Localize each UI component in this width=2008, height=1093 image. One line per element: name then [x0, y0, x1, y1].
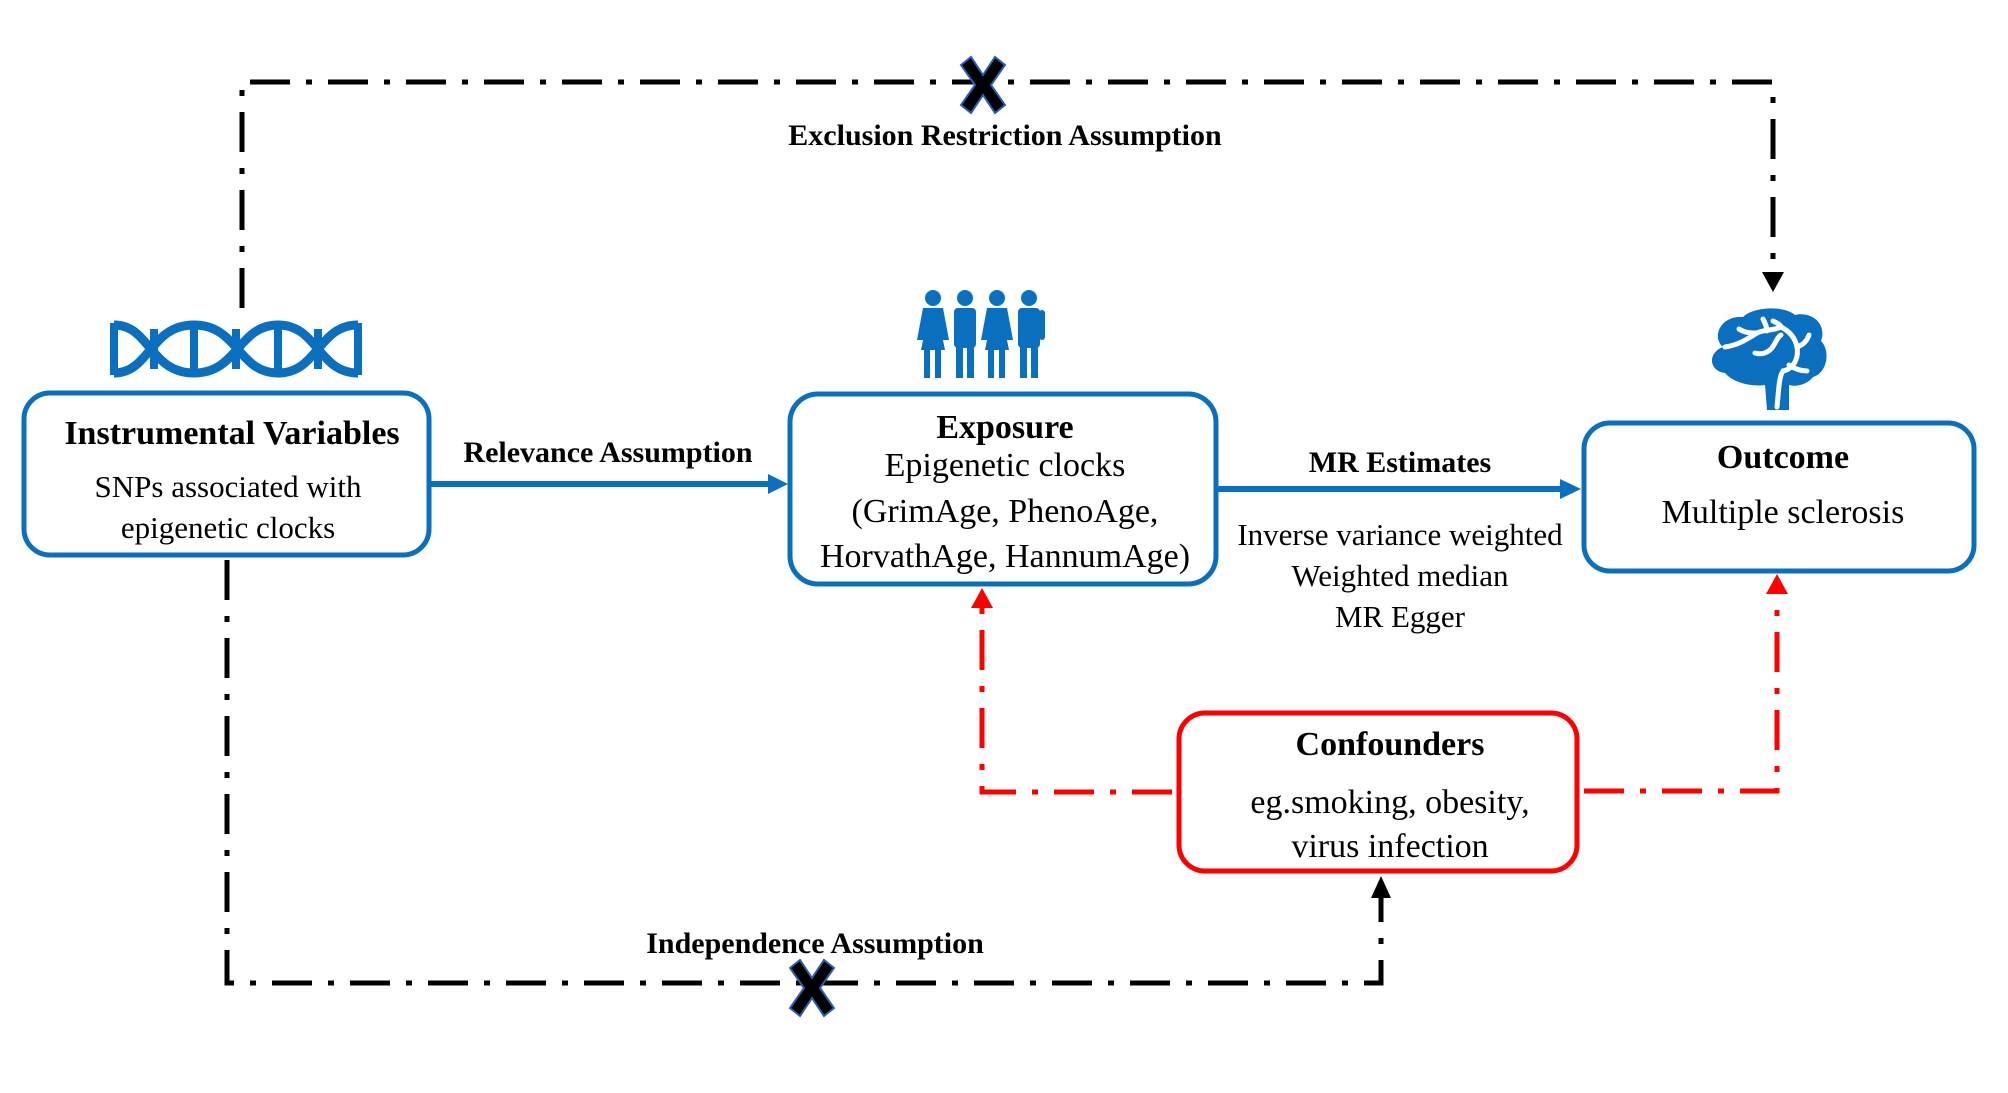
instrumental-variables-box	[21, 390, 432, 558]
relevance-label: Relevance Assumption	[463, 436, 752, 469]
exposure-line2: (GrimAge, PhenoAge,	[852, 493, 1159, 530]
exclusion-restriction-line	[239, 79, 1776, 308]
arrowhead-up-icon	[1371, 876, 1391, 898]
node-instrumental-variables: Instrumental Variables SNPs associated w…	[21, 320, 432, 558]
mr-method-ivw: Inverse variance weighted	[1237, 517, 1563, 552]
confounders-line2: virus infection	[1291, 828, 1488, 865]
cross-x-icon	[959, 55, 1007, 115]
exposure-box	[787, 391, 1219, 587]
mr-method-weighted-median: Weighted median	[1291, 558, 1509, 593]
node-confounders: Confounders eg.smoking, obesity, virus i…	[1176, 710, 1580, 874]
instrumental-variables-title: Instrumental Variables	[64, 415, 399, 452]
confounder-outcome-line	[1584, 594, 1780, 794]
exposure-line1: Epigenetic clocks	[885, 447, 1126, 484]
dna-icon	[110, 320, 362, 378]
arrowhead-up-icon	[1766, 574, 1788, 594]
confounders-line1: eg.smoking, obesity,	[1250, 784, 1529, 821]
outcome-line1: Multiple sclerosis	[1662, 494, 1905, 531]
exclusion-restriction-label: Exclusion Restriction Assumption	[788, 119, 1222, 152]
confounder-to-exposure-edge	[971, 588, 1172, 795]
outcome-box	[1581, 420, 1977, 574]
independence-line	[224, 560, 1384, 986]
arrowhead-down-icon	[1762, 272, 1784, 292]
confounders-box	[1176, 710, 1580, 874]
confounder-exposure-line	[979, 608, 1172, 795]
people-icon	[917, 290, 1045, 378]
brain-icon	[1711, 308, 1827, 410]
instrumental-variables-line1: SNPs associated with	[95, 469, 362, 504]
exposure-title: Exposure	[936, 409, 1073, 446]
exposure-line3: HorvathAge, HannumAge)	[820, 538, 1190, 575]
confounders-title: Confounders	[1296, 726, 1485, 763]
arrowhead-up-icon	[971, 588, 993, 608]
confounder-to-outcome-edge	[1584, 574, 1788, 794]
exclusion-restriction-edge: Exclusion Restriction Assumption	[239, 55, 1784, 308]
relevance-edge: Relevance Assumption	[430, 436, 788, 494]
arrowhead-right-icon	[1560, 479, 1581, 499]
independence-edge: Independence Assumption	[224, 560, 1391, 1018]
node-outcome: Outcome Multiple sclerosis	[1581, 308, 1977, 574]
node-exposure: Exposure Epigenetic clocks (GrimAge, Phe…	[787, 290, 1219, 587]
mr-method-mr-egger: MR Egger	[1335, 599, 1466, 634]
instrumental-variables-line2: epigenetic clocks	[121, 510, 335, 545]
independence-label: Independence Assumption	[646, 927, 984, 960]
cross-x-icon	[788, 958, 836, 1018]
mr-estimates-label: MR Estimates	[1309, 446, 1491, 479]
arrowhead-right-icon	[768, 474, 788, 494]
outcome-title: Outcome	[1717, 439, 1849, 476]
mr-estimates-edge: MR Estimates Inverse variance weighted W…	[1218, 446, 1581, 634]
